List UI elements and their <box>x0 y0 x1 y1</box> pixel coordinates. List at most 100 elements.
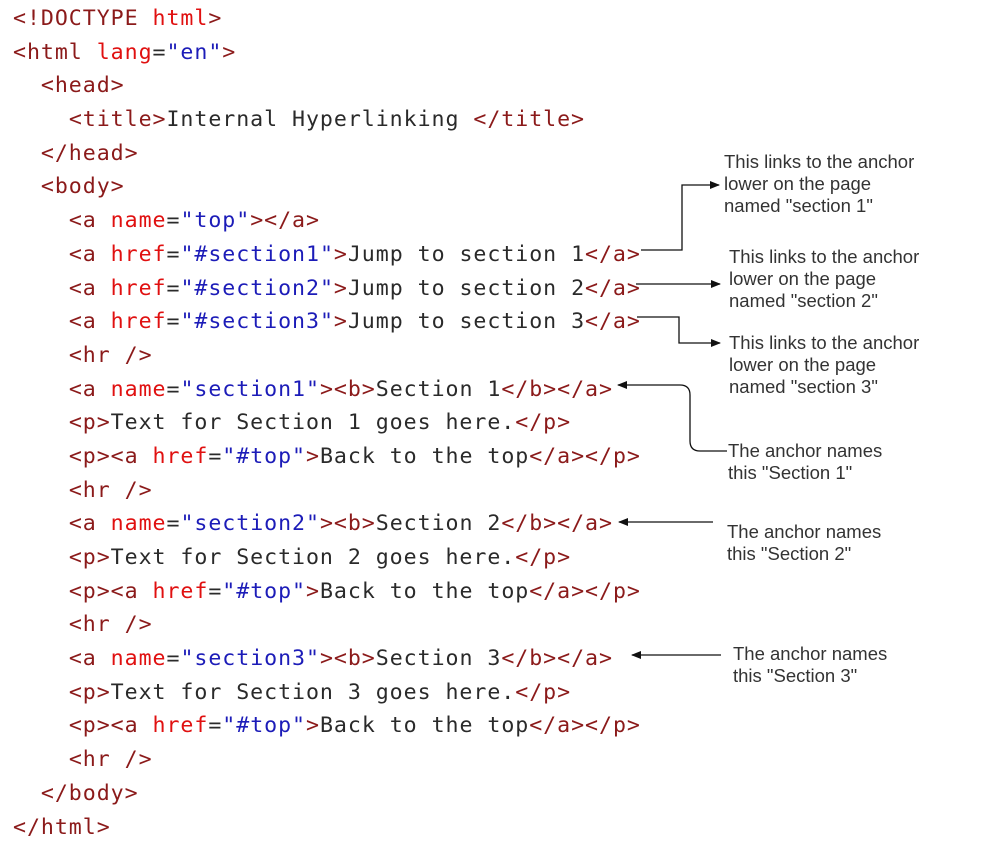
code-line: </html> <box>13 811 641 845</box>
code-line: <a href="#section2">Jump to section 2</a… <box>13 272 641 306</box>
code-token-txt: = <box>208 578 223 604</box>
code-token-txt: Back to the top <box>319 713 530 739</box>
code-token-tag: <!DOCTYPE <box>13 6 153 31</box>
code-token-txt: = <box>166 309 181 335</box>
code-token-txt: = <box>166 376 181 402</box>
code-token-tag: <head> <box>40 73 125 99</box>
code-token-tag: <a <box>68 376 111 402</box>
code-token-tag: ><b> <box>319 511 376 537</box>
code-token-tag: > <box>208 6 223 31</box>
code-token-txt: = <box>152 39 167 65</box>
code-token-tag: <p><a <box>68 578 153 604</box>
code-token-val: "#section3" <box>180 309 334 335</box>
annotation-link-section1: This links to the anchor lower on the pa… <box>724 151 915 216</box>
code-token-tag: <p><a <box>68 713 153 739</box>
code-token-tag: > <box>306 578 320 604</box>
code-line: <a name="section3"><b>Section 3</b></a> <box>13 642 641 676</box>
code-line: <p>Text for Section 2 goes here.</p> <box>13 541 641 575</box>
code-token-tag: </body> <box>40 780 139 806</box>
code-token-tag: > <box>333 309 348 335</box>
code-token-attr: lang <box>96 39 153 65</box>
code-token-tag: <p><a <box>68 443 153 469</box>
code-line: <p><a href="#top">Back to the top</a></p… <box>13 575 641 609</box>
code-token-attr: href <box>152 443 209 469</box>
code-token-tag: </title> <box>473 107 585 133</box>
code-line: <title>Internal Hyperlinking </title> <box>13 103 641 137</box>
code-token-tag: <body> <box>40 174 125 200</box>
code-token-tag: </a></p> <box>529 443 641 469</box>
code-line: <a name="section1"><b>Section 1</b></a> <box>13 373 641 407</box>
code-line: <a name="top"></a> <box>13 204 641 238</box>
code-token-tag: </a> <box>585 275 641 301</box>
code-token-tag: <a <box>68 511 111 537</box>
code-token-val: "#top" <box>222 713 307 739</box>
code-token-tag: <hr /> <box>68 342 153 368</box>
code-token-tag: <a <box>68 646 111 672</box>
arrow-link-section1 <box>641 181 720 251</box>
code-token-tag: <title> <box>68 107 167 133</box>
code-token-tag: </b></a> <box>501 646 613 672</box>
code-token-tag: > <box>306 443 320 469</box>
code-token-val: "#top" <box>222 578 307 604</box>
code-token-txt: Jump to section 3 <box>347 309 586 335</box>
annotation-anchor-section3: The anchor names this "Section 3" <box>733 643 888 686</box>
code-token-tag: ><b> <box>319 376 376 402</box>
code-line: <a name="section2"><b>Section 2</b></a> <box>13 507 641 541</box>
code-line: </body> <box>13 777 641 811</box>
code-token-txt: = <box>166 241 181 267</box>
code-token-txt: Section 2 <box>375 511 502 537</box>
code-token-attr: href <box>152 578 209 604</box>
code-token-txt: Text for Section 3 goes here. <box>110 679 516 705</box>
code-token-tag: <p> <box>68 679 111 705</box>
code-token-tag: <hr /> <box>68 747 153 773</box>
code-line: <body> <box>13 170 641 204</box>
code-token-tag: <a <box>68 241 111 267</box>
code-line: <!DOCTYPE html> <box>13 2 641 36</box>
code-token-tag: </p> <box>515 679 572 705</box>
code-token-tag: </a></p> <box>529 713 641 739</box>
code-token-val: "top" <box>180 208 251 234</box>
code-token-txt: = <box>166 208 181 234</box>
code-token-txt: = <box>166 511 181 537</box>
code-token-attr: href <box>110 309 167 335</box>
code-token-tag: > <box>333 241 348 267</box>
code-token-txt: = <box>208 443 223 469</box>
code-token-tag: > <box>222 39 237 65</box>
code-token-tag: > <box>333 275 348 301</box>
code-token-tag: </html> <box>13 814 111 840</box>
code-token-txt: Jump to section 1 <box>347 241 586 267</box>
code-token-tag: > <box>306 713 320 739</box>
code-token-attr: html <box>152 6 209 31</box>
annotation-anchor-section2: The anchor names this "Section 2" <box>727 521 882 564</box>
code-line: <a href="#section3">Jump to section 3</a… <box>13 305 641 339</box>
code-token-attr: href <box>110 275 167 301</box>
code-line: <a href="#section1">Jump to section 1</a… <box>13 238 641 272</box>
code-line: <hr /> <box>13 474 641 508</box>
code-line: <p>Text for Section 1 goes here.</p> <box>13 406 641 440</box>
code-line: <p><a href="#top">Back to the top</a></p… <box>13 709 641 743</box>
code-token-tag: ></a> <box>250 208 320 234</box>
code-token-txt: Back to the top <box>319 578 530 604</box>
code-token-txt: Text for Section 1 goes here. <box>110 410 516 436</box>
annotation-link-section2: This links to the anchor lower on the pa… <box>729 246 920 311</box>
arrow-link-section3 <box>637 316 721 347</box>
code-token-val: "#section1" <box>180 241 334 267</box>
arrow-anchor-section1 <box>617 381 727 452</box>
code-token-tag: ><b> <box>319 646 376 672</box>
annotation-anchor-section1: The anchor names this "Section 1" <box>728 440 883 483</box>
code-token-txt: Jump to section 2 <box>347 275 586 301</box>
code-token-tag: <hr /> <box>68 612 153 638</box>
code-token-tag: </a> <box>585 241 641 267</box>
code-token-attr: href <box>110 241 167 267</box>
code-token-val: "section3" <box>180 646 320 672</box>
code-token-attr: href <box>152 713 209 739</box>
code-token-tag: </b></a> <box>501 376 613 402</box>
code-token-txt: Section 1 <box>375 376 502 402</box>
code-line: <hr /> <box>13 743 641 777</box>
code-token-attr: name <box>110 376 167 402</box>
code-token-txt: Section 3 <box>375 646 502 672</box>
code-line: <html lang="en"> <box>13 36 641 70</box>
code-token-tag: </p> <box>515 410 572 436</box>
code-token-val: "section2" <box>180 511 320 537</box>
